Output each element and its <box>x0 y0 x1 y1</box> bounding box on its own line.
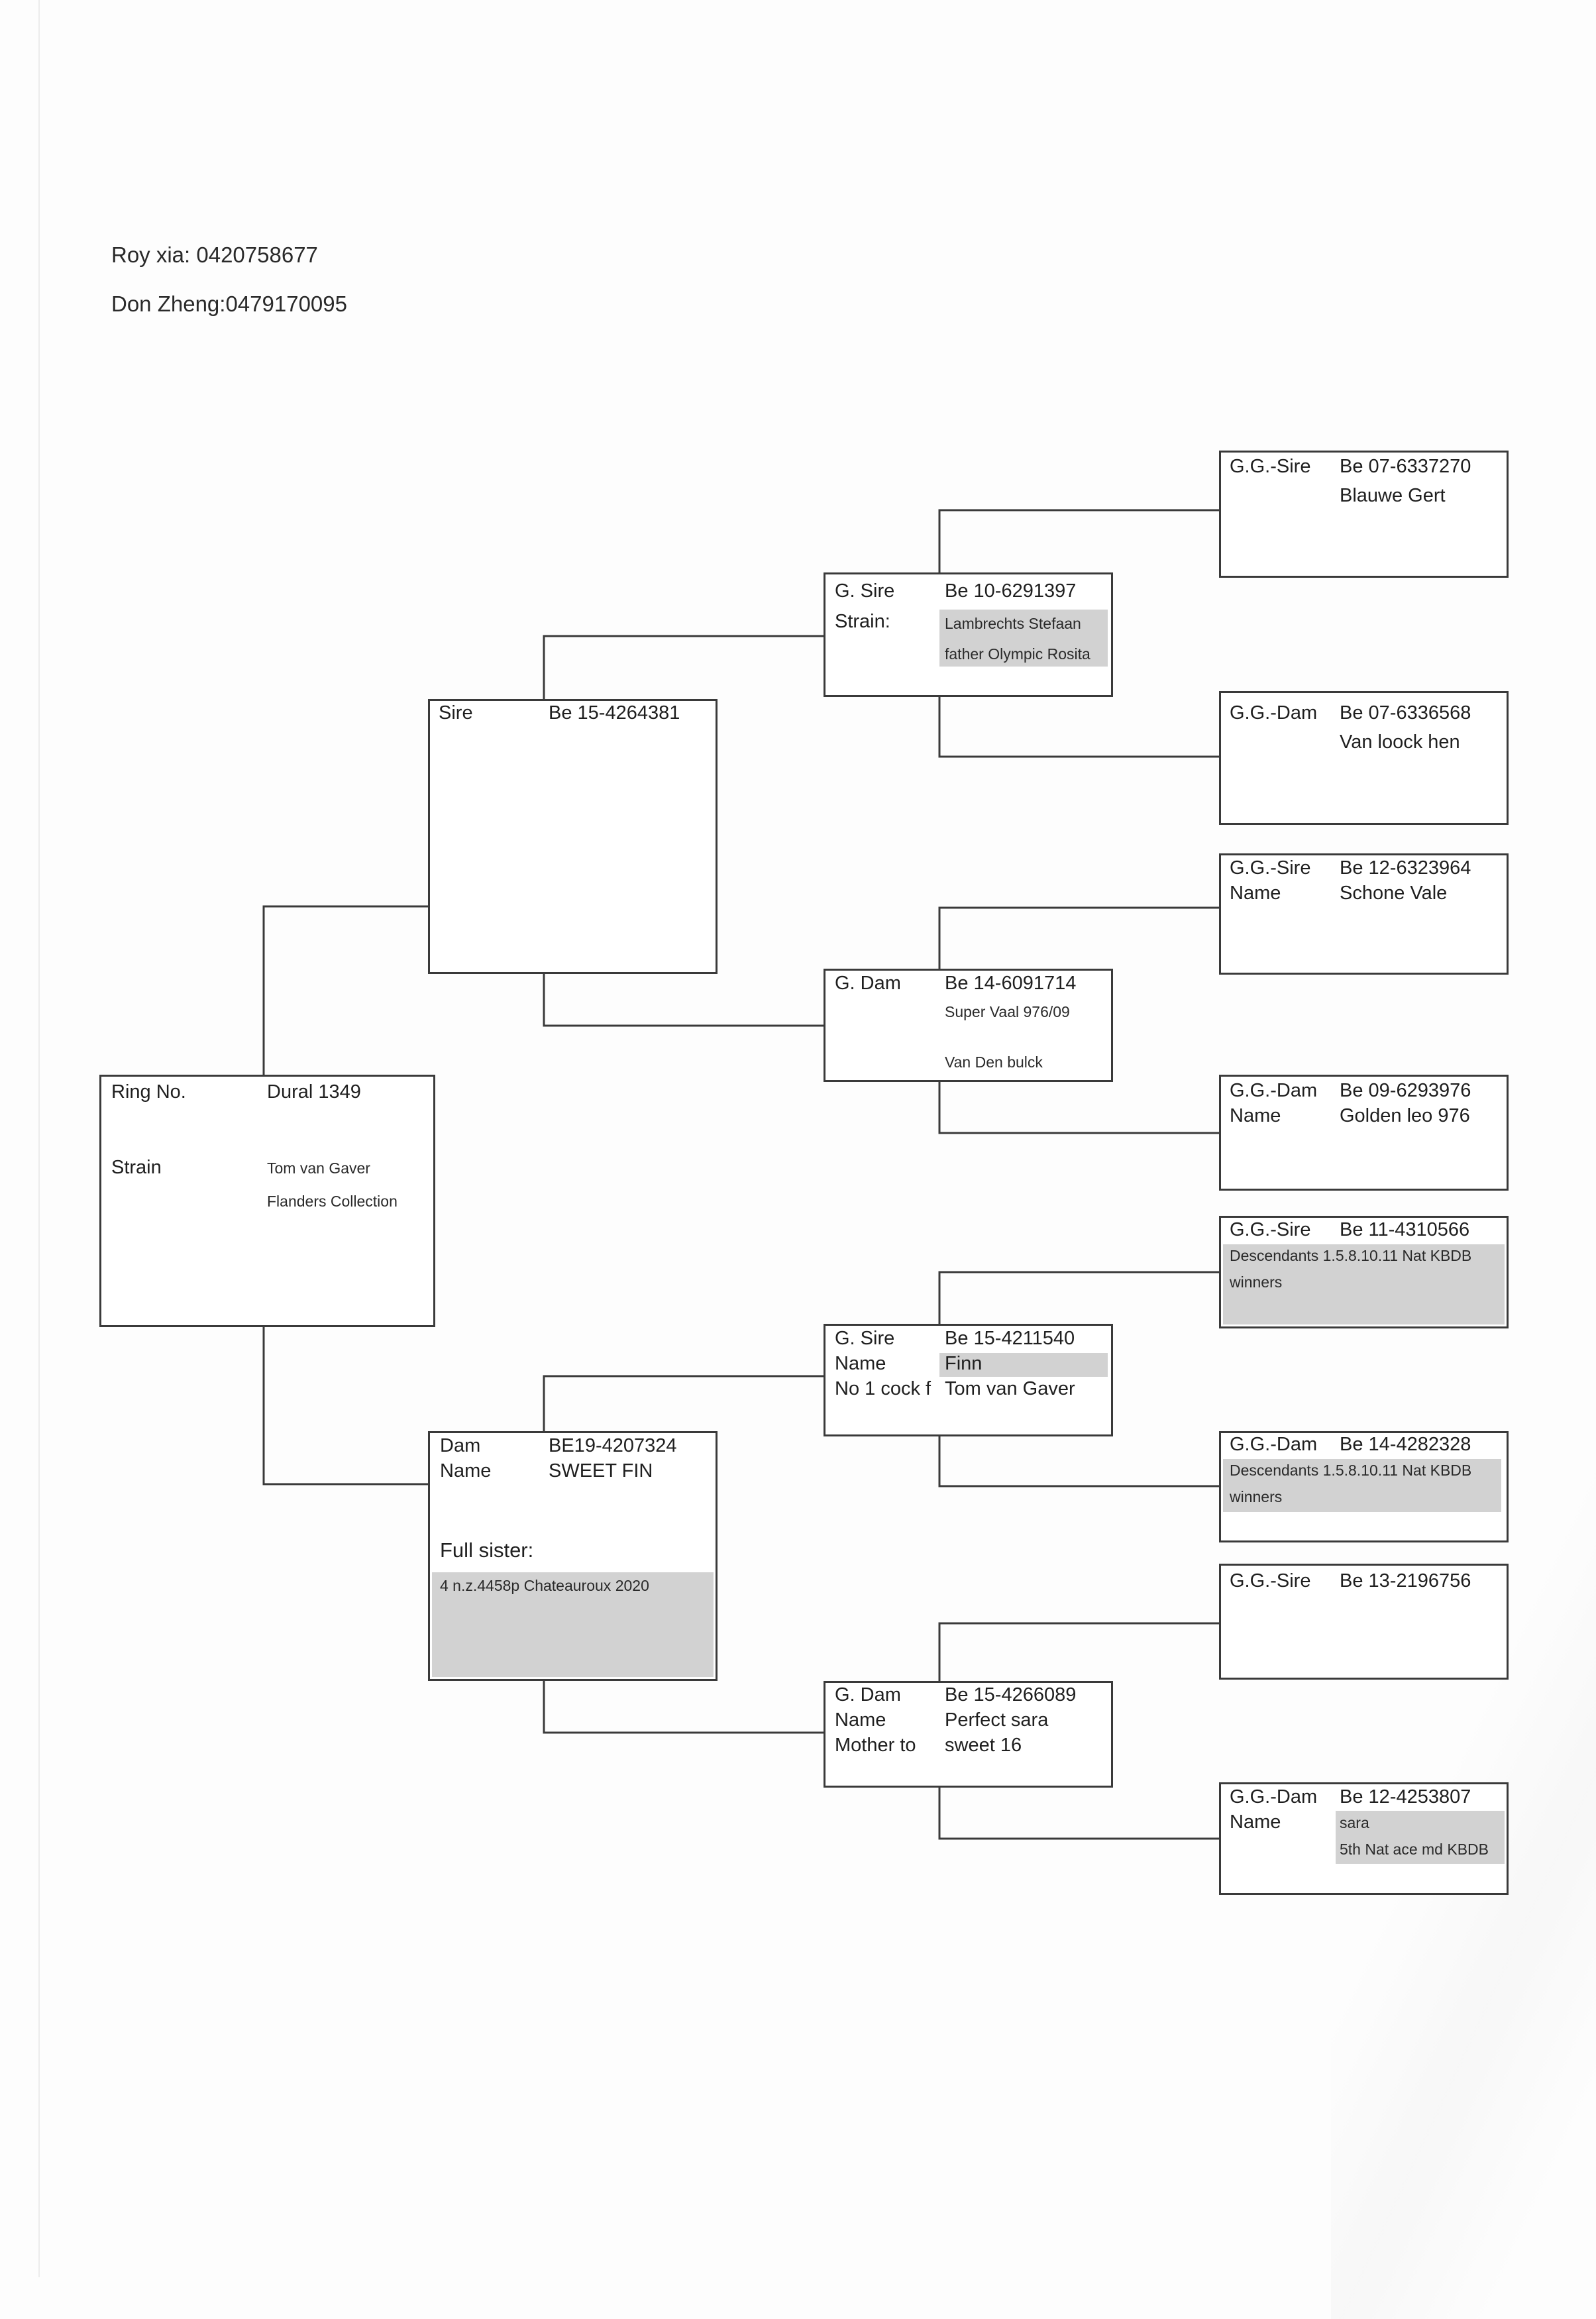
gg-5-note-2: winners <box>1230 1273 1283 1291</box>
connector-gg-3 <box>938 906 1220 969</box>
dam-ring: BE19-4207324 <box>549 1435 677 1456</box>
gg-8-name-highlight <box>1336 1811 1505 1864</box>
gg-6-note-2: winners <box>1230 1488 1283 1505</box>
connector-dam-gsire <box>543 1375 825 1431</box>
contact-roy: Roy xia: 0420758677 <box>111 243 318 267</box>
subject-ring-label: Ring No. <box>111 1081 186 1103</box>
gdam-2-extra-label: Mother to <box>835 1735 916 1756</box>
gg-6-note-highlight <box>1223 1459 1501 1512</box>
gdam-1-line-1: Super Vaal 976/09 <box>945 1003 1070 1020</box>
gg-1-box <box>1219 451 1509 578</box>
gg-4-name-label: Name <box>1230 1105 1281 1126</box>
dam-note-highlight <box>432 1572 714 1677</box>
page-edge <box>38 0 40 2277</box>
gg-7-box <box>1219 1564 1509 1680</box>
gg-1-label: G.G.-Sire <box>1230 456 1311 477</box>
dam-name-label: Name <box>440 1460 492 1482</box>
connector-gg-7 <box>938 1622 1220 1681</box>
gg-6-label: G.G.-Dam <box>1230 1434 1318 1455</box>
gdam-2-name-label: Name <box>835 1709 886 1731</box>
gsire-1-strain-highlight <box>939 610 1108 667</box>
gsire-1-strain-label: Strain: <box>835 611 890 632</box>
gg-1-line-1: Blauwe Gert <box>1340 485 1446 506</box>
connector-gg-2 <box>938 697 1220 758</box>
gsire-2-extra-label: No 1 cock f <box>835 1379 931 1399</box>
connector-dam-gdam <box>543 1681 825 1734</box>
gg-6-ring: Be 14-4282328 <box>1340 1434 1471 1455</box>
connector-gg-5 <box>938 1271 1220 1324</box>
gdam-2-name: Perfect sara <box>945 1709 1049 1731</box>
subject-ring: Dural 1349 <box>267 1081 361 1103</box>
gg-4-ring: Be 09-6293976 <box>1340 1080 1471 1101</box>
gg-5-note-1: Descendants 1.5.8.10.11 Nat KBDB <box>1230 1247 1472 1264</box>
gdam-2-label: G. Dam <box>835 1684 901 1705</box>
gdam-2-ring: Be 15-4266089 <box>945 1684 1077 1705</box>
gsire-2-name: Finn <box>945 1353 983 1374</box>
gg-2-box <box>1219 691 1509 825</box>
gg-3-line-1: Schone Vale <box>1340 883 1448 904</box>
subject-box <box>99 1075 435 1327</box>
gg-2-ring: Be 07-6336568 <box>1340 702 1471 724</box>
gsire-1-label: G. Sire <box>835 580 895 602</box>
gg-5-note-highlight <box>1223 1244 1505 1324</box>
gg-1-ring: Be 07-6337270 <box>1340 456 1471 477</box>
gdam-1-line-2: Van Den bulck <box>945 1053 1043 1071</box>
gg-8-label: G.G.-Dam <box>1230 1786 1318 1807</box>
sire-label: Sire <box>439 702 473 724</box>
gg-6-note-1: Descendants 1.5.8.10.11 Nat KBDB <box>1230 1462 1472 1479</box>
gg-8-name-label: Name <box>1230 1811 1281 1833</box>
gg-2-label: G.G.-Dam <box>1230 702 1318 724</box>
gg-8-line-1: sara <box>1340 1814 1369 1831</box>
contact-don: Don Zheng:0479170095 <box>111 292 347 316</box>
gg-4-line-1: Golden leo 976 <box>1340 1105 1470 1126</box>
gg-7-ring: Be 13-2196756 <box>1340 1570 1471 1591</box>
connector-sire-gsire <box>543 635 825 699</box>
connector-subject-sire <box>262 905 429 1075</box>
gg-2-line-1: Van loock hen <box>1340 731 1460 753</box>
subject-strain-label: Strain <box>111 1157 162 1178</box>
gg-4-label: G.G.-Dam <box>1230 1080 1318 1101</box>
gsire-2-name-label: Name <box>835 1353 886 1374</box>
gg-3-name-label: Name <box>1230 883 1281 904</box>
gg-5-label: G.G.-Sire <box>1230 1219 1311 1240</box>
gg-3-label: G.G.-Sire <box>1230 857 1311 879</box>
gg-3-box <box>1219 853 1509 975</box>
gg-5-ring: Be 11-4310566 <box>1340 1219 1470 1240</box>
dam-name: SWEET FIN <box>549 1460 653 1482</box>
gg-4-box <box>1219 1075 1509 1191</box>
gdam-1-ring: Be 14-6091714 <box>945 973 1077 994</box>
gsire-1-strain-2: father Olympic Rosita <box>945 645 1091 663</box>
gsire-2-label: G. Sire <box>835 1328 895 1349</box>
gsire-1-strain-1: Lambrechts Stefaan <box>945 615 1081 632</box>
connector-sire-gdam <box>543 974 825 1027</box>
gdam-2-extra: sweet 16 <box>945 1735 1022 1756</box>
dam-note-label: Full sister: <box>440 1538 534 1562</box>
subject-strain-1: Tom van Gaver <box>267 1160 370 1177</box>
gdam-2-box <box>824 1681 1113 1788</box>
connector-subject-dam <box>262 1327 429 1485</box>
gg-3-ring: Be 12-6323964 <box>1340 857 1471 879</box>
gg-7-label: G.G.-Sire <box>1230 1570 1311 1591</box>
gdam-1-box <box>824 969 1113 1082</box>
connector-gg-4 <box>938 1082 1220 1134</box>
dam-label: Dam <box>440 1435 481 1456</box>
subject-strain-2: Flanders Collection <box>267 1193 398 1210</box>
gsire-2-extra: Tom van Gaver <box>945 1378 1075 1399</box>
sire-box <box>428 699 718 974</box>
connector-gg-6 <box>938 1436 1220 1487</box>
gdam-1-label: G. Dam <box>835 973 901 994</box>
sire-ring: Be 15-4264381 <box>549 702 680 724</box>
gg-8-ring: Be 12-4253807 <box>1340 1786 1471 1807</box>
gsire-2-name-highlight <box>939 1353 1108 1377</box>
gg-8-line-2: 5th Nat ace md KBDB <box>1340 1841 1489 1858</box>
connector-gg-1 <box>938 509 1220 572</box>
dam-note: 4 n.z.4458p Chateauroux 2020 <box>440 1577 649 1594</box>
gsire-1-ring: Be 10-6291397 <box>945 580 1077 602</box>
gsire-2-box <box>824 1324 1113 1436</box>
connector-gg-8 <box>938 1788 1220 1840</box>
gsire-2-ring: Be 15-4211540 <box>945 1328 1075 1349</box>
